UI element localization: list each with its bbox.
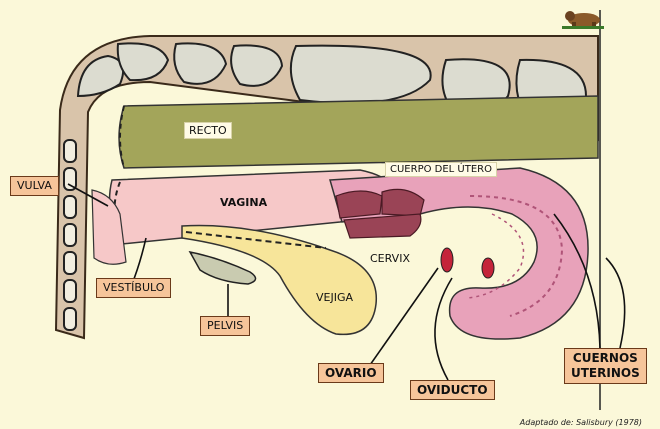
pelvis-bone bbox=[190, 252, 256, 284]
label-recto: RECTO bbox=[184, 122, 232, 139]
label-vulva: VULVA bbox=[10, 176, 59, 196]
ovary-right bbox=[482, 258, 494, 278]
label-cuerpo-utero: CUERPO DEL ÚTERO bbox=[385, 162, 497, 177]
label-ovario: OVARIO bbox=[318, 363, 384, 383]
cow-logo-icon bbox=[562, 0, 604, 30]
label-cuernos-line1: CUERNOS bbox=[571, 351, 640, 366]
label-cuernos-uterinos: CUERNOS UTERINOS bbox=[564, 348, 647, 384]
label-vestibulo: VESTÍBULO bbox=[96, 278, 171, 298]
label-vagina: VAGINA bbox=[220, 196, 267, 209]
cervix bbox=[336, 189, 424, 238]
label-oviducto: OVIDUCTO bbox=[410, 380, 495, 400]
label-cervix: CERVIX bbox=[370, 252, 410, 265]
credit-text: Adaptado de: Salisbury (1978) bbox=[520, 418, 642, 427]
tail-vertebrae bbox=[64, 140, 76, 330]
label-pelvis: PELVIS bbox=[200, 316, 250, 336]
label-vejiga: VEJIGA bbox=[316, 291, 353, 304]
ovary-left bbox=[441, 248, 453, 272]
label-cuernos-line2: UTERINOS bbox=[571, 366, 640, 381]
